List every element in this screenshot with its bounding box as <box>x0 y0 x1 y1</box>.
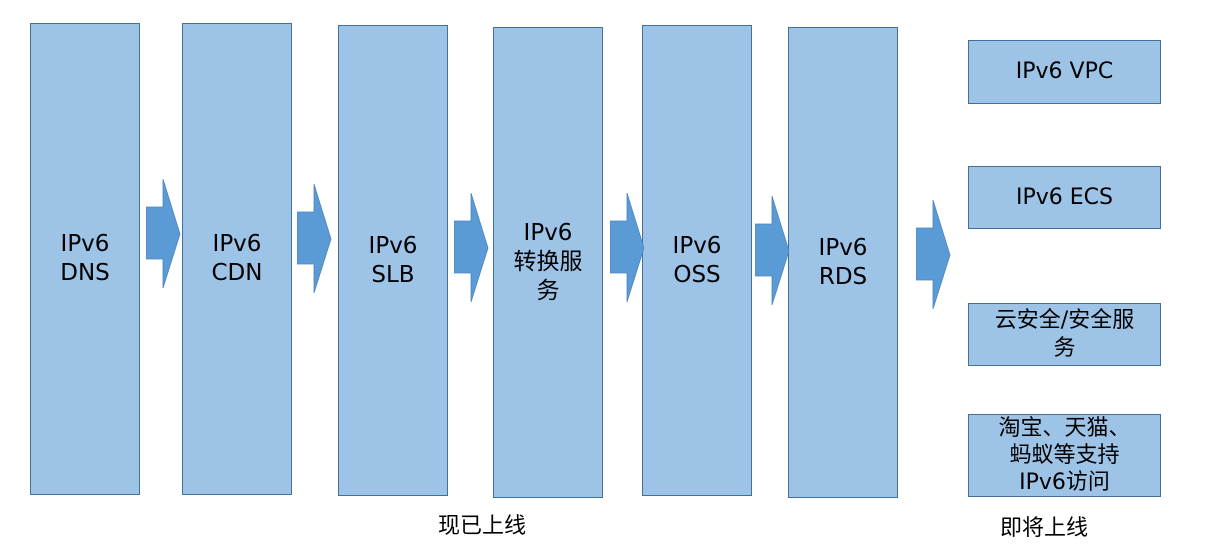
service-label: SLB <box>371 261 415 288</box>
upcoming-box-ipv6-vpc: IPv6 VPC <box>968 40 1161 104</box>
upcoming-label: IPv6 ECS <box>1016 184 1113 210</box>
service-label: 务 <box>536 278 560 304</box>
service-label: IPv6 <box>212 231 262 257</box>
arrow-right-icon <box>297 184 332 294</box>
arrow-right-icon <box>610 193 645 303</box>
upcoming-label: 蚂蚁等支持 <box>1009 443 1120 468</box>
service-label: IPv6 <box>818 234 868 261</box>
upcoming-box-cloud-security: 云安全/安全服务 <box>968 303 1161 366</box>
arrow-right-icon <box>755 196 790 306</box>
service-label: DNS <box>60 260 110 286</box>
arrow-right-icon <box>146 179 181 289</box>
arrow-right-icon <box>454 193 489 303</box>
service-label: IPv6 <box>523 220 573 246</box>
service-label: OSS <box>673 261 721 288</box>
service-label: 转换服 <box>513 249 583 275</box>
service-box-ipv6-translation: IPv6 转换服务 <box>493 27 603 498</box>
service-label: IPv6 <box>368 232 418 259</box>
upcoming-label: IPv6 VPC <box>1015 59 1114 84</box>
upcoming-box-ipv6-ecs: IPv6 ECS <box>968 166 1161 229</box>
upcoming-label: IPv6访问 <box>1019 470 1110 495</box>
service-label: IPv6 <box>60 231 110 257</box>
arrow-right-icon <box>916 200 951 310</box>
upcoming-label: 务 <box>1053 335 1076 361</box>
service-label: IPv6 <box>672 232 722 259</box>
service-label: RDS <box>818 263 868 290</box>
launched-caption: 现已上线 <box>438 514 527 539</box>
service-label: CDN <box>211 260 263 286</box>
upcoming-label: 淘宝、天猫、 <box>998 416 1131 441</box>
upcoming-caption: 即将上线 <box>1000 516 1089 541</box>
upcoming-label: 云安全/安全服 <box>994 307 1135 333</box>
